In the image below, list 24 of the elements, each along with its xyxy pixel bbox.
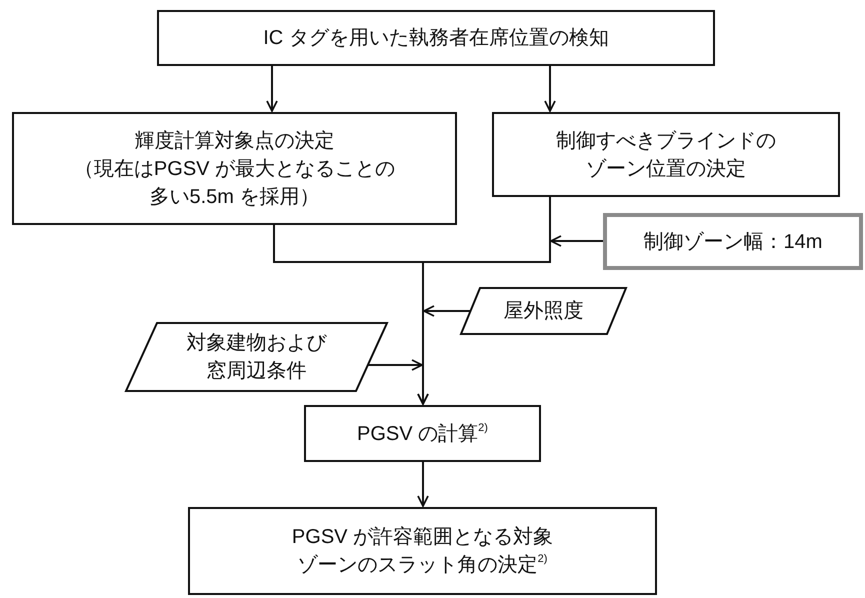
node-text: 対象建物および窓周辺条件 (186, 331, 328, 384)
arrow (423, 305, 470, 317)
node-text: 屋外照度 (504, 299, 584, 324)
arrow (417, 462, 429, 507)
process-box (12, 112, 457, 225)
arrow (544, 66, 556, 112)
arrow (550, 235, 603, 247)
arrow (368, 359, 423, 371)
node-text: （現在はPGSV が最大となることの多い5.5m を採用） (72, 156, 396, 210)
node-text: PGSV が許容範囲となる対象ゾーンのスラット角の決定$^{2)}$ (290, 525, 554, 578)
process-box (304, 405, 541, 462)
input-parallelogram (460, 287, 627, 335)
parameter-box (603, 213, 863, 270)
process-box (157, 10, 715, 66)
node-text: 輝度計算対象点の決定 (134, 128, 334, 154)
process-box (188, 507, 657, 595)
process-box (492, 112, 840, 197)
input-parallelogram (125, 322, 388, 392)
arrow (266, 66, 278, 112)
node-text: 制御ゾーン幅：14m (644, 230, 822, 254)
node-text: PGSV の計算$^{2)}$ (357, 420, 488, 446)
node-text: IC タグを用いた執務者在席位置の検知 (263, 26, 609, 51)
node-text: 制御すべきブラインドのゾーン位置の決定 (555, 128, 777, 182)
arrow (417, 197, 551, 405)
